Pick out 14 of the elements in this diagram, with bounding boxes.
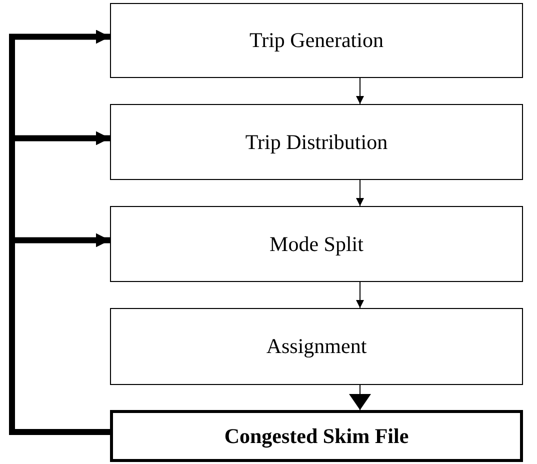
process-box [110, 3, 523, 78]
arrow [356, 282, 364, 308]
process-box [110, 410, 523, 462]
box-label: Trip Distribution [245, 130, 388, 154]
arrow [349, 384, 371, 410]
box-label: Assignment [266, 334, 367, 359]
process-box [110, 104, 523, 180]
box-label: Congested Skim File [224, 424, 409, 448]
arrow [356, 180, 364, 206]
box-label: Trip Generation [250, 28, 384, 53]
box-label: Mode Split [270, 232, 364, 256]
process-box [110, 308, 523, 385]
arrow [356, 78, 364, 104]
process-box [110, 206, 523, 282]
